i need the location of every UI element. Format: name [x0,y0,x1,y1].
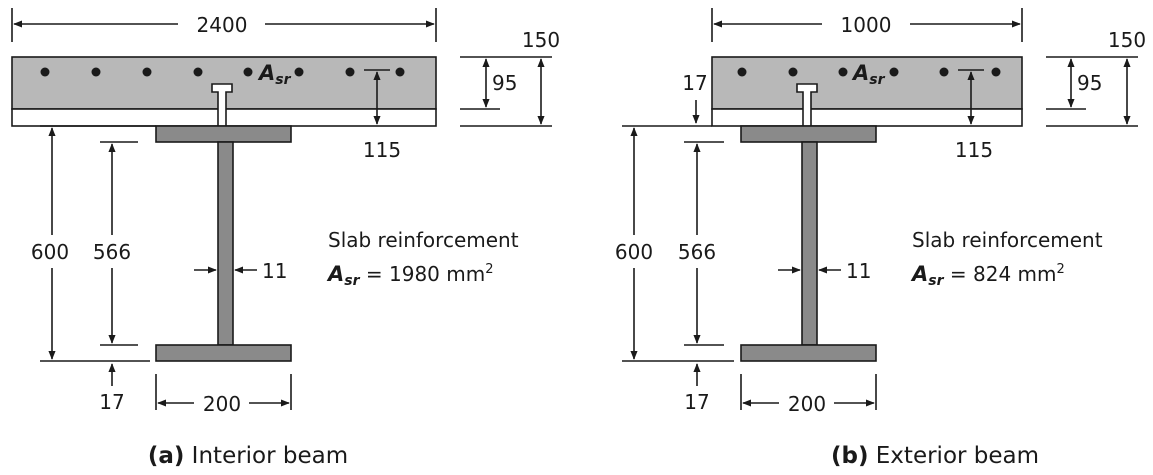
slab-depth-label: 150 [1108,28,1146,52]
reinforcement-area: Asr = 824 mm2 [910,262,1065,289]
interior-beam-section: 2400 Asr 115 95 150 [11,8,560,469]
beam-depth-label: 600 [31,240,69,264]
web [217,141,234,346]
web-depth-label: 566 [678,240,716,264]
flange-thickness-label: 17 [99,390,124,414]
web-depth-label: 566 [93,240,131,264]
reinforcement-area: Asr = 1980 mm2 [326,262,494,289]
flange-width-label: 200 [788,392,826,416]
rebar-label: Asr [257,61,292,88]
top-flange [740,125,877,143]
web [801,141,818,346]
rebar-to-haunch-label: 115 [955,138,993,162]
caption-interior: (a) Interior beam [148,443,348,469]
beam-depth-label: 600 [615,240,653,264]
flange-thickness-label: 17 [684,390,709,414]
haunch [711,108,1023,127]
slab-depth-label: 150 [522,28,560,52]
rebar-dots [737,67,1001,77]
rebar-label: Asr [851,61,886,88]
caption-exterior: (b) Exterior beam [831,443,1039,469]
top-flange-thickness-label: 17 [682,71,707,95]
flange-width-label: 200 [203,392,241,416]
bottom-flange [740,344,877,362]
top-flange [155,125,292,143]
slab-width-label: 2400 [197,13,248,37]
web-thickness-label: 11 [262,259,287,283]
rebar-depth-label: 95 [492,71,517,95]
reinforcement-title: Slab reinforcement [328,228,519,252]
exterior-beam-section: 1000 Asr 115 95 150 1 [615,8,1146,469]
reinforcement-title: Slab reinforcement [912,228,1103,252]
bottom-flange [155,344,292,362]
web-thickness-label: 11 [846,259,871,283]
rebar-dots [40,67,405,77]
rebar-to-haunch-label: 115 [363,138,401,162]
rebar-depth-label: 95 [1077,71,1102,95]
slab-width-label: 1000 [841,13,892,37]
